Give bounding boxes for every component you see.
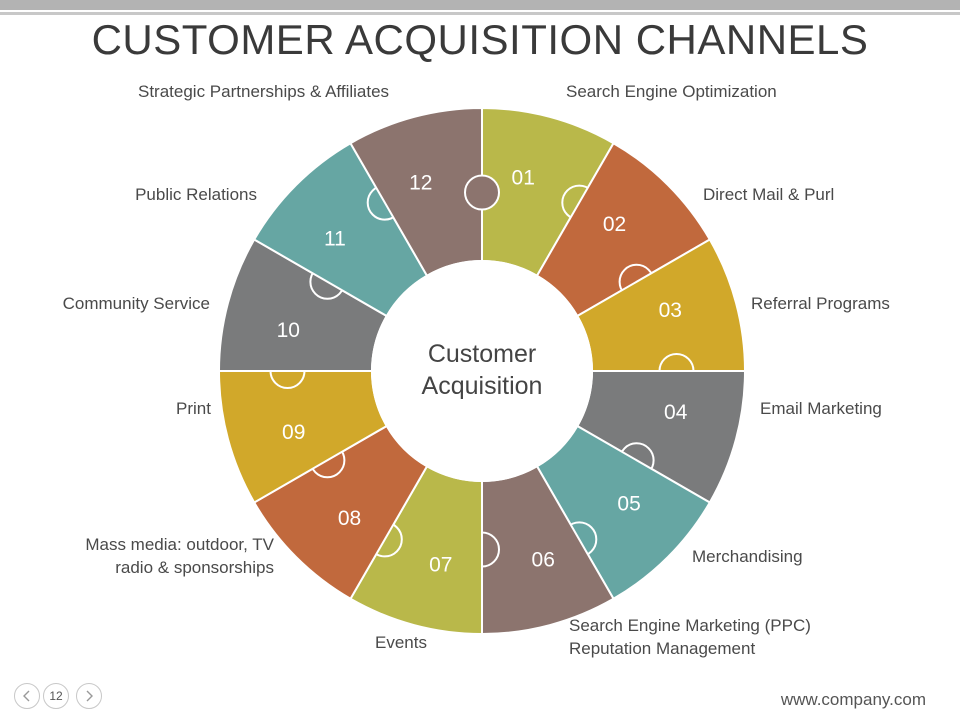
top-band-line — [0, 12, 960, 15]
piece-number-09: 09 — [282, 421, 305, 444]
channel-label-04-line-1: Referral Programs — [751, 294, 890, 313]
channel-label-03: Direct Mail & Purl — [703, 183, 834, 206]
piece-number-08: 08 — [338, 507, 361, 530]
top-band — [0, 0, 960, 10]
page-number: 12 — [43, 683, 69, 709]
channel-label-06: Merchandising — [692, 545, 803, 568]
piece-number-06: 06 — [532, 548, 555, 571]
piece-number-01: 01 — [512, 166, 535, 189]
piece-number-05: 05 — [617, 493, 640, 516]
channel-label-02-line-1: Search Engine Optimization — [566, 82, 777, 101]
puzzle-tab-12 — [464, 174, 500, 211]
channel-label-03-line-1: Direct Mail & Purl — [703, 185, 835, 204]
channel-label-11-line-1: Community Service — [62, 294, 210, 313]
channel-label-09: Mass media: outdoor, TV radio & sponsorsh… — [85, 533, 274, 579]
channel-label-12-line-1: Public Relations — [135, 185, 257, 204]
piece-number-02: 02 — [603, 213, 626, 236]
channel-label-07-line-2: Reputation Management — [569, 639, 756, 658]
prev-slide-button[interactable] — [14, 683, 40, 709]
channel-label-10: Print — [176, 397, 211, 420]
piece-number-11: 11 — [324, 228, 346, 251]
piece-number-07: 07 — [429, 554, 452, 577]
company-url: www.company.com — [780, 690, 926, 709]
channel-label-05-line-1: Email Marketing — [760, 399, 882, 418]
channel-label-09-line-1: Mass media: outdoor, TV — [85, 535, 274, 554]
piece-number-10: 10 — [277, 319, 300, 342]
channel-label-05: Email Marketing — [760, 397, 882, 420]
channel-label-11: Community Service — [63, 292, 210, 315]
chevron-left-icon — [23, 690, 30, 702]
center-label-line-2: Acquisition — [422, 372, 543, 400]
center-circle — [371, 260, 593, 482]
channel-label-08-line-1: Events — [375, 633, 427, 652]
piece-number-04: 04 — [664, 401, 688, 424]
next-slide-button[interactable] — [76, 683, 102, 709]
channel-label-09-line-2: radio & sponsorships — [115, 558, 274, 577]
channel-label-06-line-1: Merchandising — [692, 547, 803, 566]
piece-number-12: 12 — [409, 172, 432, 195]
center-label-line-1: Customer — [428, 340, 536, 368]
channel-label-02: Search Engine Optimization — [566, 80, 777, 103]
page-title: CUSTOMER ACQUISITION CHANNELS — [91, 16, 869, 63]
channel-label-07-line-1: Search Engine Marketing (PPC) — [569, 616, 811, 635]
channel-label-12: Public Relations — [135, 183, 257, 206]
channel-label-04: Referral Programs — [751, 292, 890, 315]
channel-label-01-line-1: Strategic Partnerships & Affiliates — [138, 82, 390, 101]
channel-label-01: Strategic Partnerships & Affiliates — [138, 80, 389, 103]
piece-number-03: 03 — [659, 299, 682, 322]
channel-label-08: Events — [375, 631, 427, 654]
chevron-right-icon — [86, 690, 93, 702]
channel-label-10-line-1: Print — [176, 399, 211, 418]
channel-label-07: Search Engine Marketing (PPC) Reputation … — [569, 614, 811, 660]
